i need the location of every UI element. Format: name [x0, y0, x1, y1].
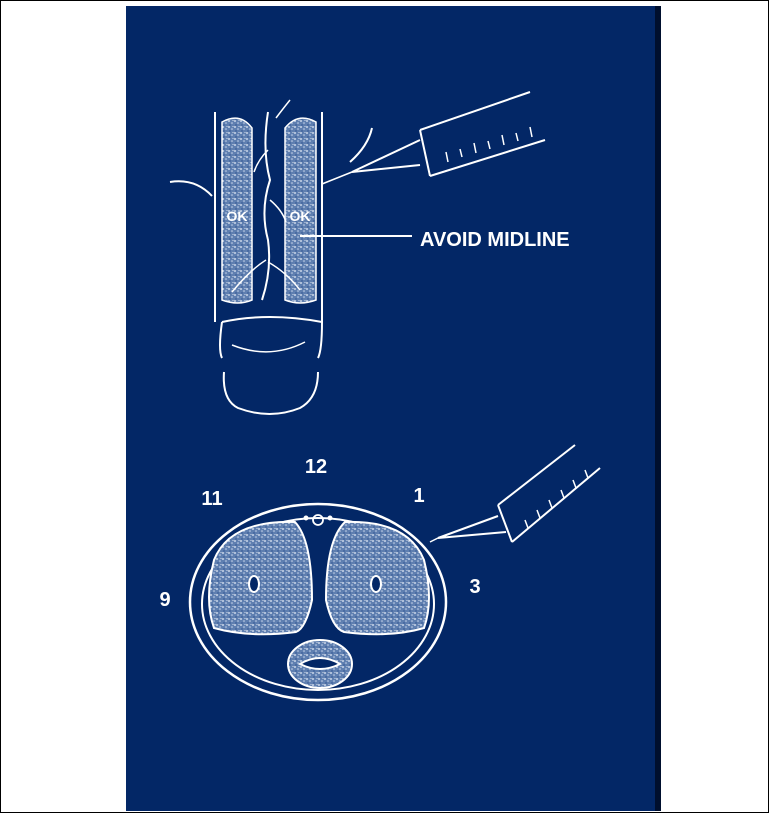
clock-position-1: 1 — [413, 485, 424, 507]
syringe-top-barrel-upper — [420, 92, 530, 130]
glans-fold — [232, 342, 305, 352]
syringe-top-tip — [322, 172, 352, 184]
syringe-bottom-markings — [525, 470, 588, 528]
syringe-bottom-hub — [498, 505, 512, 542]
clock-position-12: 12 — [305, 456, 327, 478]
vessel-branch-5 — [276, 100, 290, 118]
ok-label-right: OK — [290, 208, 311, 224]
central-artery-right — [371, 576, 381, 592]
clock-position-3: 3 — [469, 576, 480, 598]
dorsal-vein — [313, 515, 323, 525]
syringe-bottom-needle — [438, 516, 506, 538]
corpus-cavernosum-left — [209, 522, 312, 634]
clock-position-9: 9 — [159, 589, 170, 611]
vessel-branch-2 — [270, 200, 286, 222]
syringe-bottom-barrel-lower — [512, 468, 600, 542]
dorsal-artery-right — [328, 516, 332, 520]
avoid-midline-callout: AVOID MIDLINE — [420, 229, 570, 251]
dorsal-artery-left — [304, 516, 308, 520]
corona-left — [220, 322, 222, 358]
midline-vessel — [262, 112, 270, 300]
central-artery-left — [249, 576, 259, 592]
clock-position-11: 11 — [201, 488, 222, 510]
syringe-bottom-tip — [430, 538, 438, 542]
syringe-bottom — [430, 445, 600, 542]
syringe-top-needle — [352, 140, 420, 172]
cross-section-view — [190, 504, 446, 700]
longitudinal-view — [170, 100, 412, 414]
ok-label-left: OK — [227, 208, 248, 224]
skin-curve-right — [350, 128, 372, 162]
syringe-top — [322, 92, 545, 184]
skin-curve-left — [170, 181, 212, 196]
glans-outline — [224, 372, 318, 414]
syringe-top-hub — [420, 130, 430, 176]
